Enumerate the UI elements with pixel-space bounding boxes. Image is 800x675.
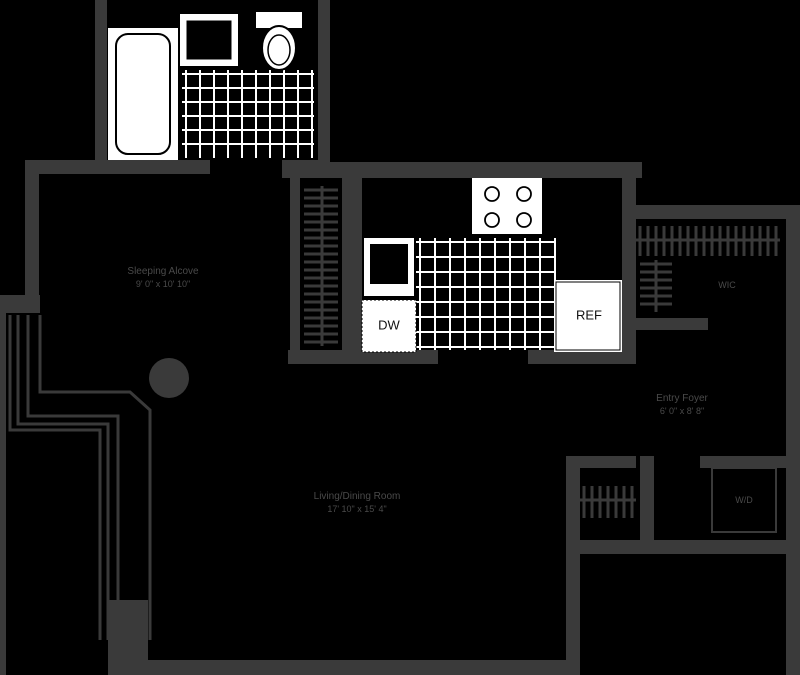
room-labels: Sleeping Alcove 9' 0" x 10' 10" Living/D…: [127, 266, 708, 514]
sleeping-alcove-dims: 9' 0" x 10' 10": [136, 279, 190, 289]
kitchen-tiles: [416, 238, 556, 350]
living-room-name: Living/Dining Room: [314, 491, 401, 502]
bathroom: [108, 12, 314, 160]
stove-icon: [472, 178, 542, 234]
kitchen: DW REF: [361, 178, 622, 353]
dishwasher-label: DW: [378, 317, 400, 332]
refrigerator-label: REF: [576, 307, 602, 322]
wd-label: W/D: [735, 495, 753, 505]
bathtub-icon: [108, 28, 178, 160]
left-window: [8, 315, 152, 640]
kitchen-sink-icon: [364, 238, 414, 296]
refrigerator: REF: [554, 280, 622, 352]
entry-foyer-dims: 6' 0" x 8' 8": [660, 406, 704, 416]
washer-dryer-closet: W/D: [580, 467, 777, 533]
walk-in-closet: WIC: [636, 226, 780, 312]
sleeping-alcove-name: Sleeping Alcove: [127, 266, 199, 277]
wic-closet-rod: [636, 226, 780, 312]
wd-closet-rod: [580, 486, 636, 518]
living-room-dims: 17' 10" x 15' 4": [327, 504, 386, 514]
bathroom-tiles: [182, 70, 314, 158]
toilet-icon: [256, 12, 302, 71]
sleeping-closet-rod: [304, 186, 338, 346]
entry-foyer-name: Entry Foyer: [656, 393, 708, 404]
wic-label: WIC: [718, 280, 736, 290]
column-icon: [149, 358, 189, 398]
dishwasher: DW: [361, 299, 417, 353]
sink-icon: [180, 14, 238, 66]
